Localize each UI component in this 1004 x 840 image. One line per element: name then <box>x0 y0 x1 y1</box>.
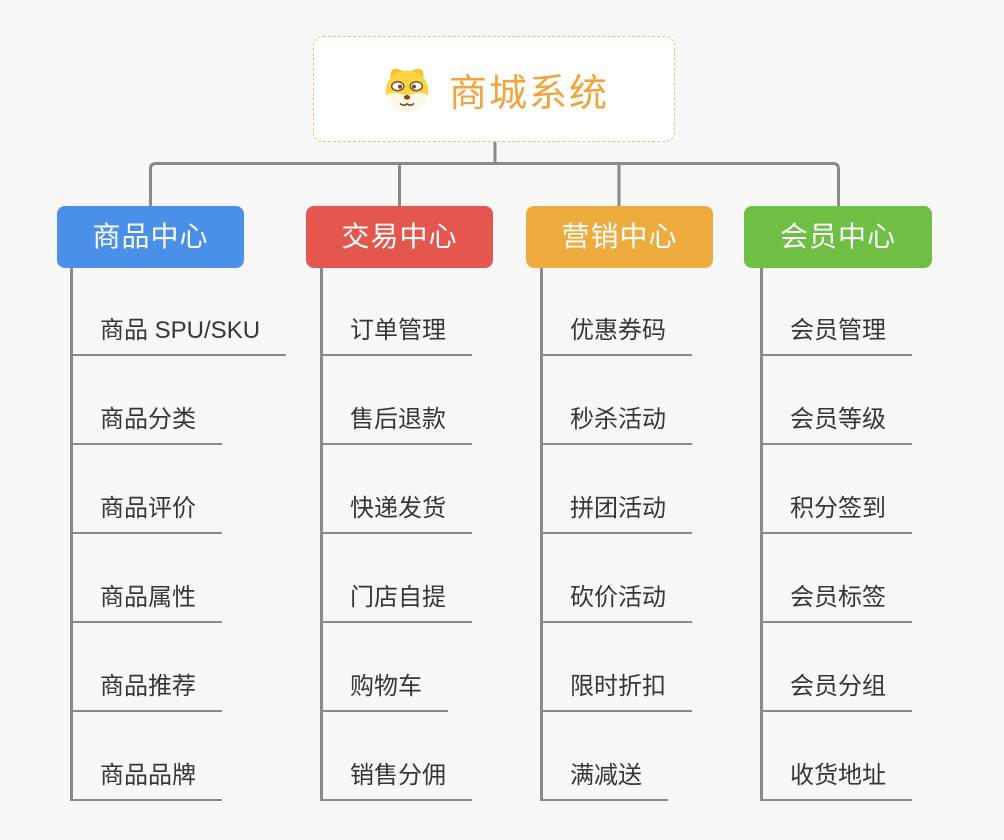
leaf-node[interactable]: 售后退款 <box>321 403 472 445</box>
leaf-node[interactable]: 门店自提 <box>321 581 472 623</box>
leaf-node[interactable]: 商品属性 <box>71 581 222 623</box>
leaf-node[interactable]: 订单管理 <box>321 314 472 356</box>
leaf-node[interactable]: 商品品牌 <box>71 759 222 801</box>
leaf-node[interactable]: 会员管理 <box>761 314 912 356</box>
leaf-node[interactable]: 秒杀活动 <box>541 403 692 445</box>
branch-header-trade[interactable]: 交易中心 <box>306 206 493 268</box>
leaf-node[interactable]: 销售分佣 <box>321 759 472 801</box>
leaf-node[interactable]: 会员等级 <box>761 403 912 445</box>
leaf-node[interactable]: 会员分组 <box>761 670 912 712</box>
branch-column-marketing: 优惠券码 秒杀活动 拼团活动 砍价活动 限时折扣 满减送 <box>540 268 810 803</box>
leaf-node[interactable]: 购物车 <box>321 670 448 712</box>
leaf-node[interactable]: 满减送 <box>541 759 668 801</box>
branch-column-trade: 订单管理 售后退款 快递发货 门店自提 购物车 销售分佣 <box>320 268 590 803</box>
branch-header-member[interactable]: 会员中心 <box>744 206 932 268</box>
leaf-node[interactable]: 会员标签 <box>761 581 912 623</box>
leaf-node[interactable]: 砍价活动 <box>541 581 692 623</box>
leaf-node[interactable]: 商品评价 <box>71 492 222 534</box>
branch-trunk <box>760 268 763 801</box>
leaf-node[interactable]: 积分签到 <box>761 492 912 534</box>
branch-header-marketing[interactable]: 营销中心 <box>526 206 713 268</box>
branch-trunk <box>540 268 543 801</box>
leaf-node[interactable]: 商品 SPU/SKU <box>71 314 287 356</box>
branch-header-product[interactable]: 商品中心 <box>57 206 244 268</box>
leaf-node[interactable]: 优惠券码 <box>541 314 692 356</box>
leaf-node[interactable]: 限时折扣 <box>541 670 692 712</box>
root-title: 商城系统 <box>448 72 609 115</box>
leaf-node[interactable]: 拼团活动 <box>541 492 692 534</box>
shiba-dog-icon <box>379 63 435 115</box>
branch-trunk <box>320 268 323 801</box>
branch-column-product: 商品 SPU/SKU 商品分类 商品评价 商品属性 商品推荐 商品品牌 <box>70 268 340 803</box>
root-node[interactable]: 商城系统 <box>313 36 675 142</box>
branch-trunk <box>70 268 73 801</box>
leaf-node[interactable]: 收货地址 <box>761 759 912 801</box>
branch-column-member: 会员管理 会员等级 积分签到 会员标签 会员分组 收货地址 <box>760 268 1004 803</box>
leaf-node[interactable]: 商品分类 <box>71 403 222 445</box>
leaf-node[interactable]: 快递发货 <box>321 492 472 534</box>
leaf-node[interactable]: 商品推荐 <box>71 670 222 712</box>
